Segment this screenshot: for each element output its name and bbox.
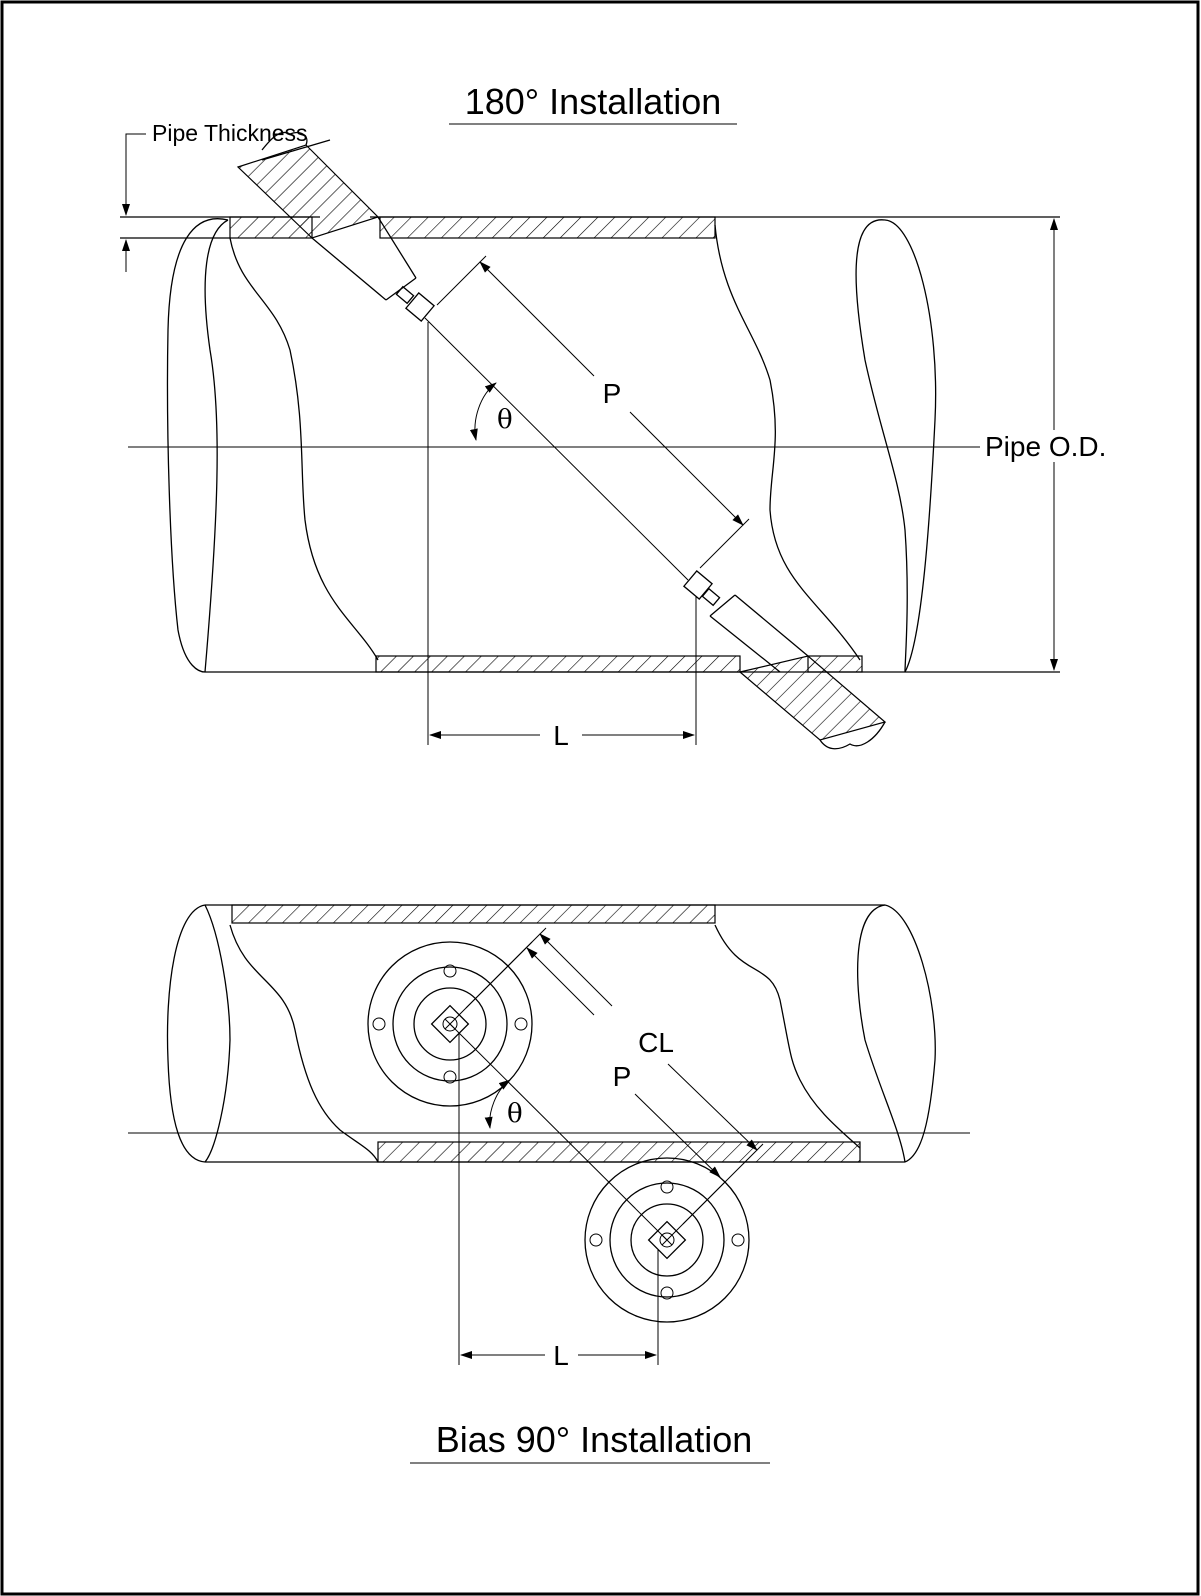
pipe-od-dimension <box>972 218 1058 671</box>
top-title: 180° Installation <box>465 81 722 122</box>
cl-dimension <box>454 927 764 1236</box>
bottom-title: Bias 90° Installation <box>436 1419 753 1460</box>
top-theta-arc <box>469 382 497 441</box>
bottom-l-label: L <box>553 1340 569 1371</box>
bottom-lower-transducer <box>584 1157 750 1323</box>
bottom-theta-label: θ <box>507 1099 523 1129</box>
pipe-thickness-dimension <box>122 133 146 272</box>
top-l-dimension <box>427 322 697 745</box>
top-p-label: P <box>603 378 622 409</box>
top-acoustic-path <box>424 317 689 581</box>
top-theta-label: θ <box>497 405 513 435</box>
top-l-label: L <box>553 720 569 751</box>
bottom-l-dimension <box>458 1034 659 1365</box>
top-upper-transducer <box>236 131 436 323</box>
bottom-p-dimension <box>465 941 726 1225</box>
bottom-p-label: P <box>613 1061 632 1092</box>
bottom-theta-arc <box>484 1079 511 1129</box>
pipe-thickness-label: Pipe Thickness <box>152 120 308 146</box>
bottom-pipe <box>128 904 970 1163</box>
pipe-od-label: Pipe O.D. <box>985 431 1106 462</box>
bottom-acoustic-path <box>449 1023 668 1241</box>
top-p-dimension <box>436 255 750 569</box>
cl-label: CL <box>638 1027 674 1058</box>
top-lower-transducer <box>682 569 887 750</box>
top-pipe <box>120 216 1060 673</box>
